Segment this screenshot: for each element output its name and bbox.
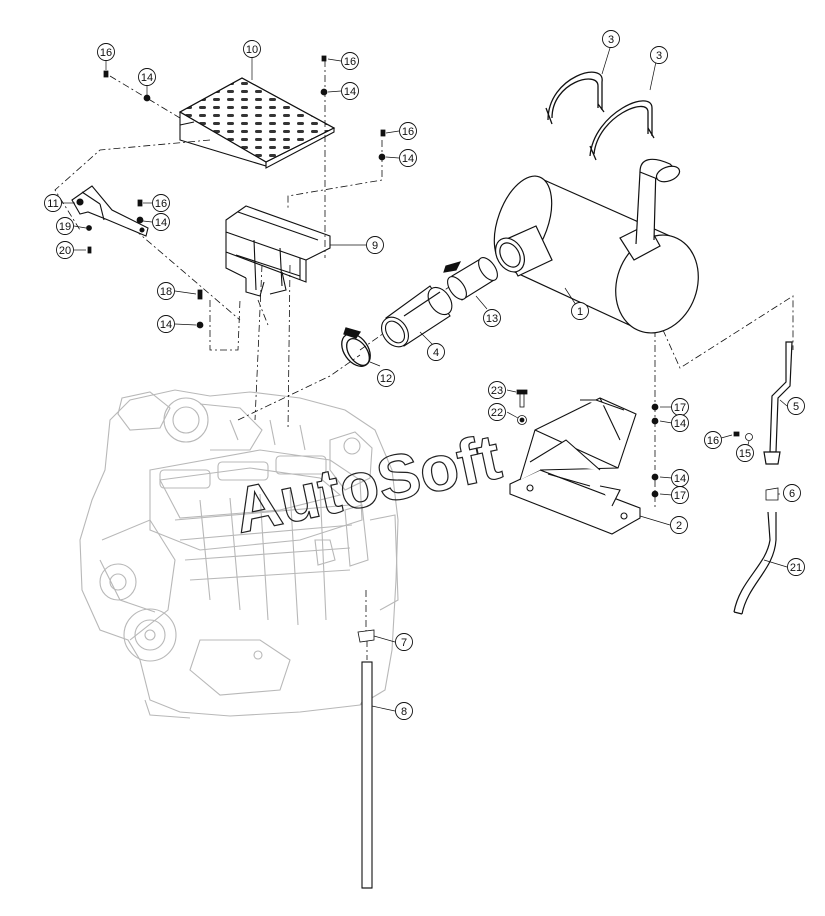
svg-text:12: 12 — [380, 373, 392, 385]
svg-text:21: 21 — [790, 562, 802, 574]
svg-text:14: 14 — [674, 418, 686, 430]
callout-20: 20 — [56, 241, 74, 259]
watermark: AutoSoft — [228, 420, 507, 547]
muffler-bracket — [509, 397, 641, 535]
callout-13: 13 — [483, 309, 501, 327]
callout-19: 19 — [56, 217, 74, 235]
svg-text:16: 16 — [402, 126, 414, 138]
svg-text:7: 7 — [401, 637, 407, 649]
svg-text:17: 17 — [674, 490, 686, 502]
callout-4: 4 — [427, 343, 445, 361]
svg-text:20: 20 — [59, 245, 71, 257]
callout-3: 3 — [602, 30, 620, 48]
engine-drawing — [79, 389, 399, 719]
callout-18: 18 — [157, 282, 175, 300]
coupling-13 — [443, 257, 498, 301]
svg-text:3: 3 — [608, 34, 614, 46]
callout-21: 21 — [787, 558, 805, 576]
svg-text:14: 14 — [402, 153, 414, 165]
callout-3: 3 — [650, 46, 668, 64]
svg-text:6: 6 — [789, 488, 795, 500]
u-bolts — [545, 71, 655, 161]
svg-text:14: 14 — [674, 473, 686, 485]
svg-text:13: 13 — [486, 313, 498, 325]
svg-text:16: 16 — [707, 435, 719, 447]
tube-8 — [361, 661, 373, 889]
svg-text:14: 14 — [344, 86, 356, 98]
svg-text:4: 4 — [433, 347, 439, 359]
callout-16: 16 — [341, 52, 359, 70]
svg-text:18: 18 — [160, 286, 172, 298]
svg-text:2: 2 — [676, 520, 682, 532]
hose-21 — [733, 511, 777, 615]
callout-17: 17 — [671, 398, 689, 416]
callout-bubbles: 16 14 10 16 14 16 14 11 16 14 19 20 9 18… — [44, 30, 805, 720]
svg-text:16: 16 — [155, 198, 167, 210]
assembly-lines — [54, 60, 794, 660]
svg-text:17: 17 — [674, 402, 686, 414]
perforated-plate — [178, 77, 336, 169]
svg-text:16: 16 — [100, 47, 112, 59]
callout-14: 14 — [138, 68, 156, 86]
clamp-12 — [341, 327, 371, 367]
svg-text:9: 9 — [372, 240, 378, 252]
svg-text:14: 14 — [155, 217, 167, 229]
callout-16: 16 — [399, 122, 417, 140]
callout-17: 17 — [671, 486, 689, 504]
svg-text:23: 23 — [491, 385, 503, 397]
svg-text:14: 14 — [160, 319, 172, 331]
svg-text:1: 1 — [577, 306, 583, 318]
svg-text:22: 22 — [491, 407, 503, 419]
callout-12: 12 — [377, 369, 395, 387]
callout-16: 16 — [704, 431, 722, 449]
callout-1: 1 — [571, 302, 589, 320]
callout-7: 7 — [395, 633, 413, 651]
callout-14: 14 — [341, 82, 359, 100]
callout-8: 8 — [395, 702, 413, 720]
callout-14: 14 — [671, 414, 689, 432]
callout-14: 14 — [671, 469, 689, 487]
svg-text:19: 19 — [59, 221, 71, 233]
svg-text:10: 10 — [246, 44, 258, 56]
callout-14: 14 — [399, 149, 417, 167]
svg-text:5: 5 — [793, 401, 799, 413]
callout-9: 9 — [366, 236, 384, 254]
callout-14: 14 — [157, 315, 175, 333]
svg-text:15: 15 — [739, 448, 751, 460]
callout-15: 15 — [736, 444, 754, 462]
callout-14: 14 — [152, 213, 170, 231]
callout-5: 5 — [787, 397, 805, 415]
callout-2: 2 — [670, 516, 688, 534]
callout-11: 11 — [44, 194, 62, 212]
callout-6: 6 — [783, 484, 801, 502]
mounting-frame — [225, 205, 331, 297]
side-bracket — [71, 185, 149, 237]
callout-16: 16 — [97, 43, 115, 61]
callout-22: 22 — [488, 403, 506, 421]
svg-text:11: 11 — [47, 198, 58, 210]
svg-text:14: 14 — [141, 72, 153, 84]
svg-text:3: 3 — [656, 50, 662, 62]
callout-23: 23 — [488, 381, 506, 399]
callout-10: 10 — [243, 40, 261, 58]
callout-16: 16 — [152, 194, 170, 212]
muffler — [493, 158, 699, 334]
stay-rod-5 — [763, 341, 793, 465]
pipe-4 — [381, 285, 453, 348]
svg-text:16: 16 — [344, 56, 356, 68]
svg-text:8: 8 — [401, 706, 407, 718]
hardware — [86, 55, 779, 643]
callout-leaders — [62, 47, 788, 712]
